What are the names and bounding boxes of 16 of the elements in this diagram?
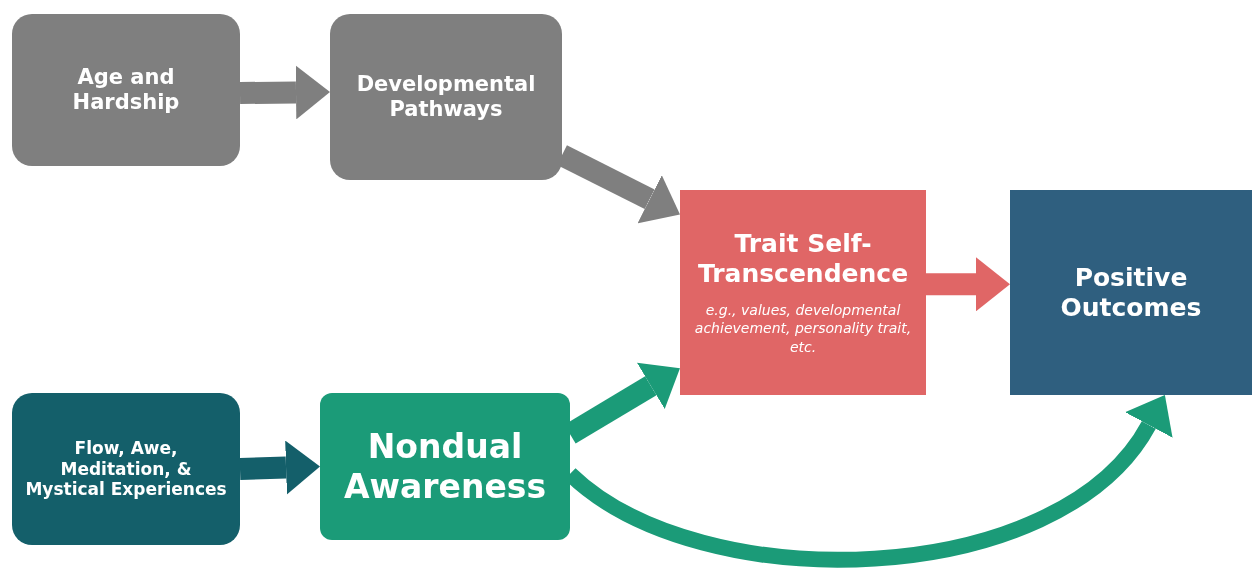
process-box: [12, 393, 240, 545]
node-title: Age and Hardship: [71, 64, 181, 116]
node-title: Flow, Awe, Meditation, & Mystical Experiences: [24, 438, 228, 500]
process-box: [330, 14, 562, 180]
process-box: [320, 393, 570, 540]
arrow: [926, 257, 1010, 312]
arrow: [239, 65, 330, 120]
node-title: Nondual Awareness: [342, 426, 548, 507]
node-title: Trait Self-Transcendence: [696, 229, 910, 290]
arrow: [239, 440, 320, 495]
node-title: Positive Outcomes: [1059, 262, 1203, 323]
process-box: [680, 190, 926, 395]
process-box: [12, 14, 240, 166]
node-description: e.g., values, developmental achievement, personality trait, etc.: [693, 301, 913, 356]
process-box: [1010, 190, 1252, 395]
node-title: Developmental Pathways: [355, 71, 537, 123]
